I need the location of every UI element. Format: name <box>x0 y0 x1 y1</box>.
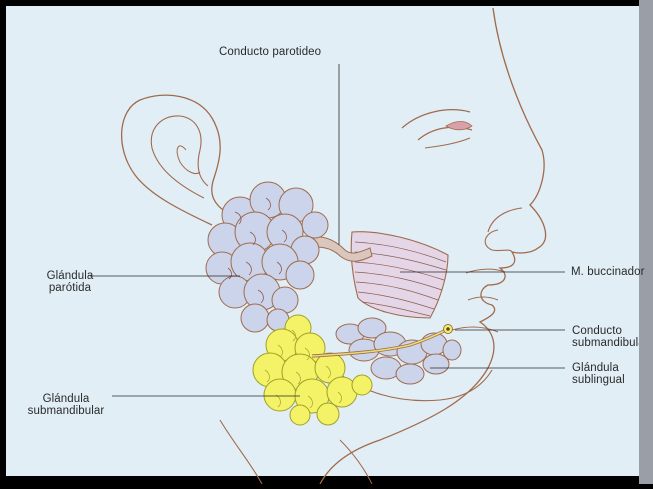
label-glandula-parotida: Glándula parótida <box>42 270 98 294</box>
label-glandula-parotida-line2: parótida <box>42 282 98 294</box>
label-glandula-sublingual: Glándula sublingual <box>572 362 625 386</box>
label-glandula-sublingual-line1: Glándula <box>572 362 625 374</box>
label-glandula-sublingual-line2: sublingual <box>572 374 625 386</box>
label-glandula-parotida-line1: Glándula <box>42 270 98 282</box>
label-m-buccinador: M. buccinador <box>571 266 645 278</box>
label-conducto-submandibular-line1: Conducto <box>572 325 639 337</box>
label-conducto-submandibular-line2: submandibular <box>572 337 639 349</box>
label-glandula-submandibular-line1: Glándula <box>18 393 114 405</box>
label-conducto-submandibular: Conducto submandibular <box>572 325 639 349</box>
label-glandula-submandibular: Glándula submandibular <box>18 393 114 417</box>
label-glandula-submandibular-line2: submandibular <box>18 405 114 417</box>
scan-edge <box>639 0 653 484</box>
label-conducto-parotideo: Conducto parotideo <box>219 46 321 58</box>
